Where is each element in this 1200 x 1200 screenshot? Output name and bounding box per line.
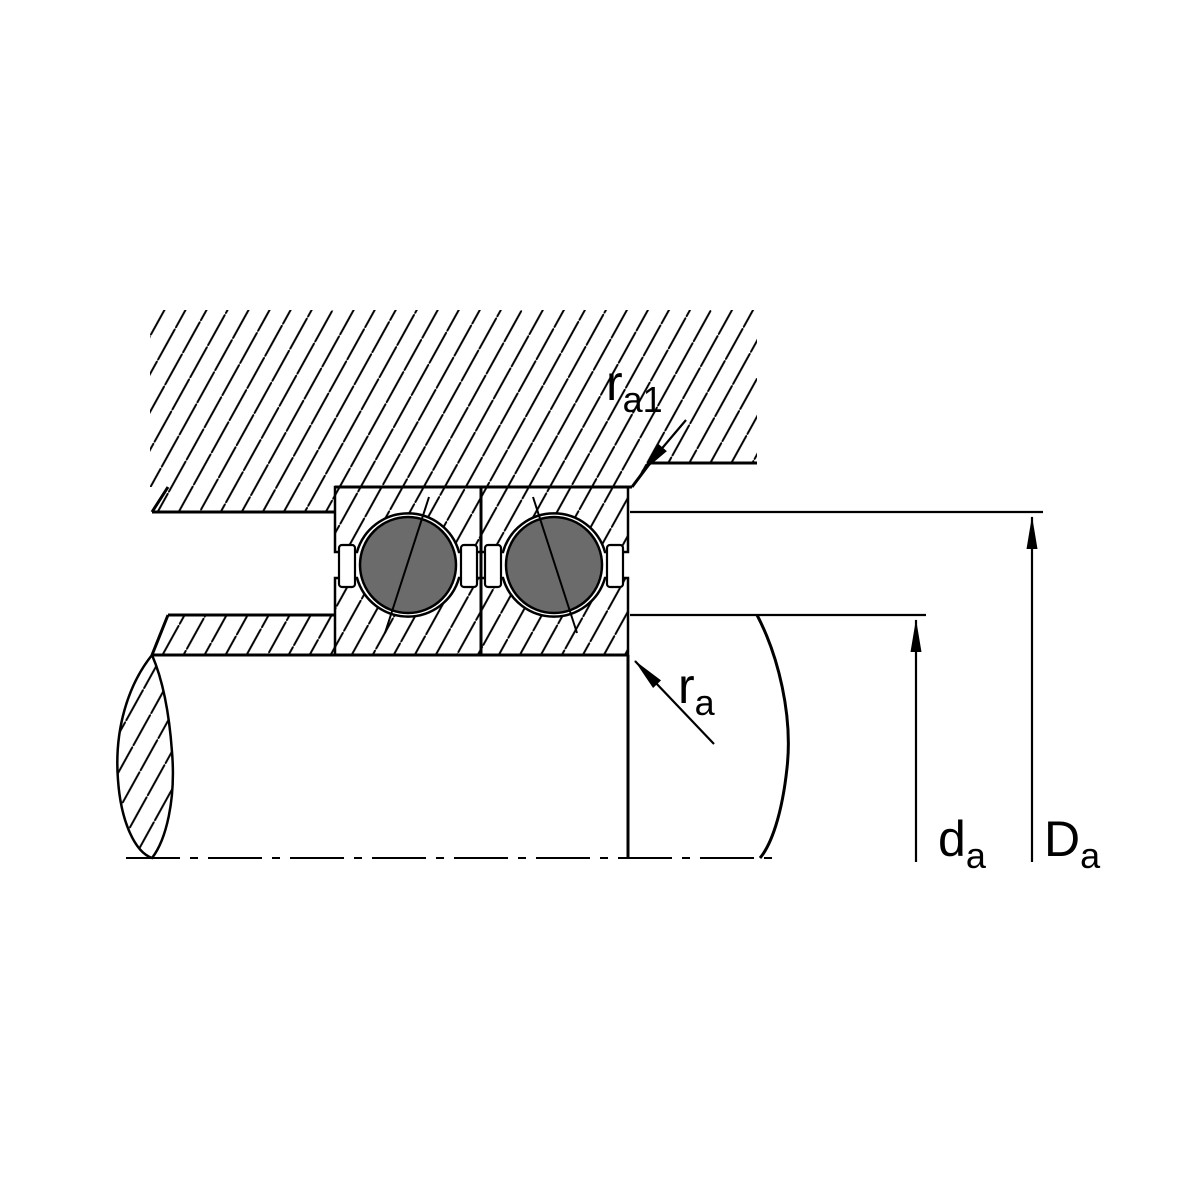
- contact-angle-line-left: [384, 496, 430, 634]
- dimensions: [630, 419, 1043, 862]
- label-ra1: ra1: [606, 355, 663, 420]
- shaft-shoulder-break-edge: [150, 614, 170, 656]
- housing-shoulder-break-edge: [150, 486, 170, 513]
- housing-hatch-area: [150, 310, 757, 512]
- inner-ring-left-section: [333, 576, 483, 657]
- label-da: da: [938, 811, 987, 876]
- bearing-right: [479, 485, 630, 657]
- shaft-shoulder-hatch-area: [152, 615, 335, 655]
- outer-ring-right-section: [479, 485, 630, 554]
- inner-ring-right-section: [479, 576, 630, 657]
- ra-leader-line: [634, 660, 715, 745]
- housing-bore-chamfer-edge: [630, 461, 757, 488]
- cage-pocket: [605, 543, 625, 589]
- shaft-shoulder-section: [150, 613, 335, 656]
- housing-section: [150, 310, 757, 514]
- shaft-break-lens: [116, 652, 175, 860]
- bearing-left: [333, 485, 483, 657]
- label-ra: ra: [678, 658, 716, 723]
- label-Da: Da: [1044, 811, 1101, 876]
- outer-ring-left-section: [333, 485, 483, 554]
- cage-pocket: [337, 543, 357, 589]
- cage-pocket: [483, 543, 503, 589]
- shaft-break-curve-right: [755, 614, 790, 859]
- labels: ra1 ra da Da: [606, 355, 1101, 876]
- cage-pocket: [459, 543, 479, 589]
- ra1-leader-line: [641, 419, 687, 473]
- contact-angle-line-right: [532, 496, 578, 634]
